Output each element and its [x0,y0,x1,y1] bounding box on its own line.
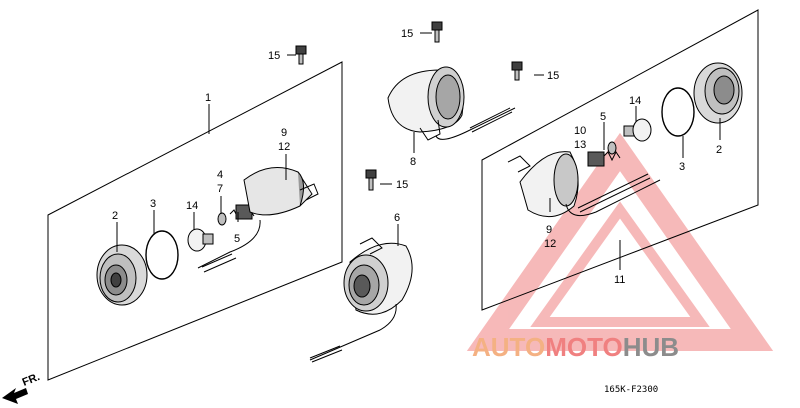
left-gasket-ring [145,230,179,280]
callout-9-left: 9 [281,127,287,139]
watermark-auto: AUTO [472,332,545,362]
callout-2-right: 2 [716,144,722,156]
callout-7: 7 [217,183,223,195]
right-lens-part [693,62,743,124]
left-bulb-part [187,228,214,252]
lower-lamp-unit [309,237,413,363]
callout-10: 10 [574,125,586,137]
bolt-15-a-icon [295,45,307,65]
callout-5-left: 5 [234,233,240,245]
front-label: FR. [21,371,42,389]
callout-1: 1 [205,92,211,104]
callout-15-c: 15 [547,70,559,82]
callout-11: 11 [614,274,625,286]
callout-15-a: 15 [268,50,280,62]
callout-15-d: 15 [396,179,408,191]
callout-12-right: 12 [544,238,556,250]
callout-4: 4 [217,169,223,181]
svg-text:AUTOMOTOHUB: AUTOMOTOHUB [472,332,679,362]
diagram-part-code: 165K-F2300 [604,385,658,395]
watermark-moto: MOTO [545,332,623,362]
watermark-wordmark: AUTOMOTOHUB [472,332,679,362]
left-assembly-panel [47,61,343,381]
left-housing-part [197,167,319,273]
callout-13: 13 [574,139,586,151]
watermark-hub: HUB [623,332,679,362]
right-gasket-ring [661,87,695,137]
callout-14-left: 14 [186,200,198,212]
right-socket-spring [587,141,621,167]
callout-8: 8 [410,156,416,168]
right-bulb-part [623,118,652,142]
bolt-15-c-icon [511,61,523,81]
right-housing-part [507,151,661,217]
upper-lamp-unit [387,66,516,141]
callout-15-b: 15 [401,28,413,40]
bolt-15-b-icon [431,21,443,43]
callout-9-right: 9 [546,224,552,236]
left-washer-part [217,212,227,226]
watermark-logo-triangle [466,132,774,351]
callout-6: 6 [394,212,400,224]
callout-12-left: 12 [278,141,290,153]
right-wire-harness [577,173,651,213]
callout-3-left: 3 [150,198,156,210]
callout-2-left: 2 [112,210,118,222]
callout-3-right: 3 [679,161,685,173]
callout-14-right: 14 [629,95,641,107]
front-direction-arrow-icon: FR. [2,371,42,404]
leader-lines [116,32,721,270]
right-assembly-panel [481,9,759,311]
bolt-15-d-icon [365,169,377,191]
callout-5-right: 5 [600,111,606,123]
left-lens-part [96,244,148,306]
